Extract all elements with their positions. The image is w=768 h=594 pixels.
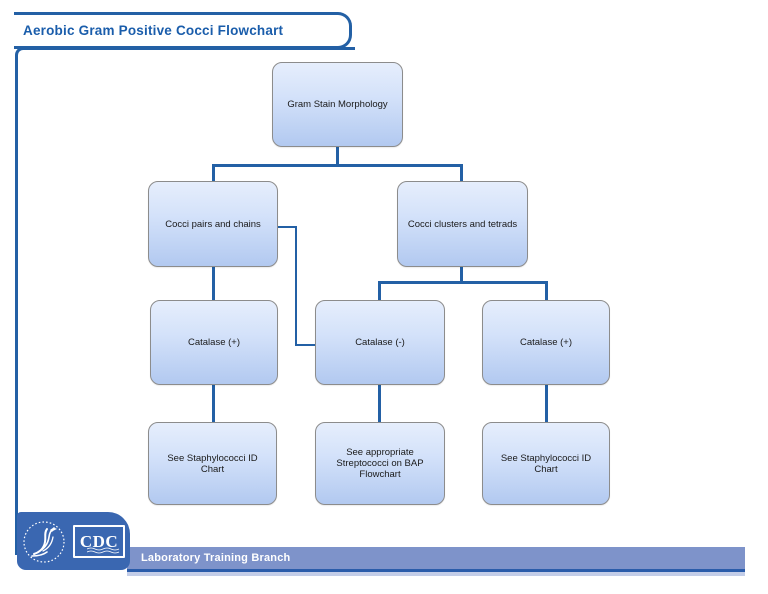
- page-title: Aerobic Gram Positive Cocci Flowchart: [23, 23, 284, 38]
- node-label: Gram Stain Morphology: [287, 99, 388, 110]
- edge-clusters-to-catalase-pos-right: [545, 281, 548, 301]
- node-label: Cocci clusters and tetrads: [407, 218, 518, 230]
- node-catalase-positive-left: Catalase (+): [150, 300, 278, 385]
- title-tab: Aerobic Gram Positive Cocci Flowchart: [14, 12, 352, 49]
- node-label: See Staphylococci ID Chart: [167, 452, 258, 475]
- node-label: Cocci pairs and chains: [165, 218, 261, 230]
- node-cocci-pairs-and-chains: Cocci pairs and chains: [148, 181, 278, 267]
- edge-gram-to-pairs: [212, 164, 215, 182]
- node-label: Catalase (+): [519, 337, 572, 348]
- branch-label: Laboratory Training Branch: [141, 552, 291, 564]
- edge-clusters-down: [460, 266, 463, 283]
- edge-catalase-pos-right-to-staph-right: [545, 384, 548, 423]
- edge-catalase-pos-left-to-staph-left: [212, 384, 215, 423]
- edge-split2-horizontal: [378, 281, 548, 284]
- edge-split1-horizontal: [212, 164, 463, 167]
- node-label: See appropriate Streptococci on BAP Flow…: [336, 447, 424, 480]
- node-gram-stain-morphology: Gram Stain Morphology: [272, 62, 403, 147]
- cdc-waves-icon: [87, 547, 120, 554]
- node-cocci-clusters-and-tetrads: Cocci clusters and tetrads: [397, 181, 528, 267]
- edge-pairs-to-catalase-neg-h2: [295, 344, 316, 346]
- edge-clusters-to-catalase-neg: [378, 281, 381, 301]
- edge-pairs-to-catalase-neg-h1: [277, 226, 297, 228]
- edge-catalase-neg-to-strep: [378, 384, 381, 423]
- node-see-staphylococci-id-chart-left: See Staphylococci ID Chart: [148, 422, 277, 505]
- node-see-staphylococci-id-chart-right: See Staphylococci ID Chart: [482, 422, 610, 505]
- node-catalase-negative: Catalase (-): [315, 300, 445, 385]
- footer-bar: Laboratory Training Branch: [127, 547, 745, 572]
- node-catalase-positive-right: Catalase (+): [482, 300, 610, 385]
- node-label: See Staphylococci ID Chart: [500, 452, 592, 475]
- edge-gram-down: [336, 147, 339, 166]
- edge-gram-to-clusters: [460, 164, 463, 182]
- hhs-seal-icon: [23, 521, 65, 563]
- edge-pairs-to-catalase-neg-v: [295, 226, 297, 346]
- node-label: Catalase (+): [187, 337, 240, 348]
- cdc-wordmark-box: CDC: [73, 525, 125, 558]
- edge-pairs-to-catalase-pos-left: [212, 266, 215, 301]
- node-label: Catalase (-): [355, 337, 405, 348]
- cdc-wordmark: CDC: [79, 532, 119, 551]
- cdc-logo-block: CDC: [17, 512, 130, 570]
- node-see-streptococci-bap-flowchart: See appropriate Streptococci on BAP Flow…: [315, 422, 445, 505]
